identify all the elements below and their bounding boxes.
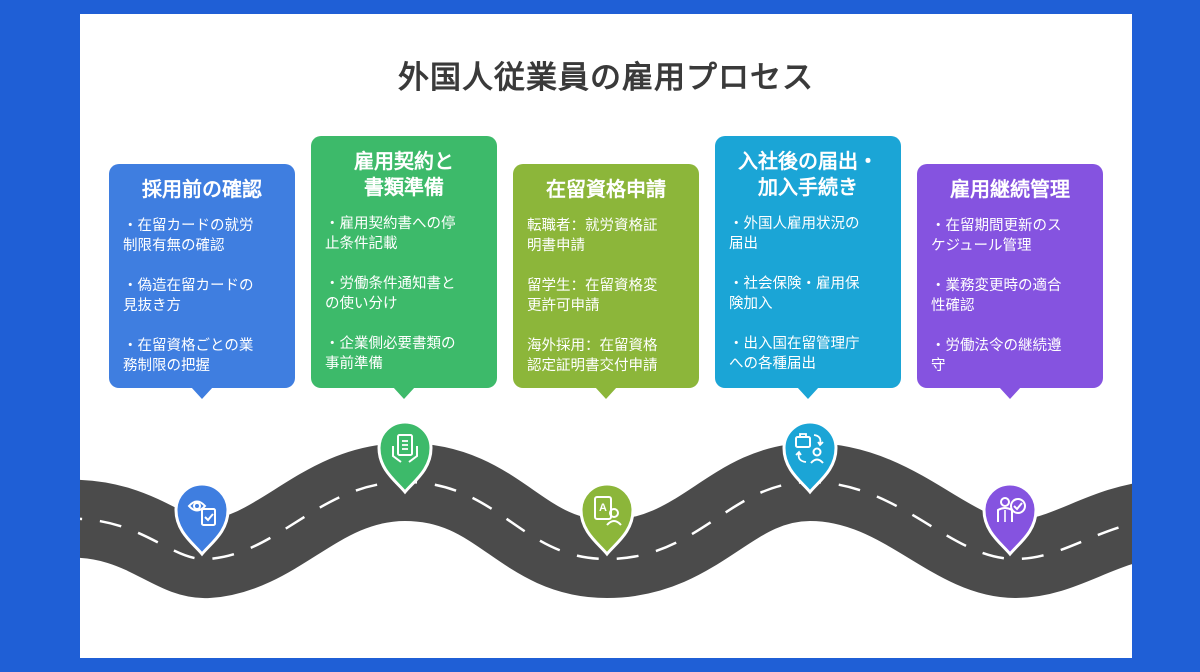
- step-item: ・労働条件通知書と の使い分け: [325, 276, 456, 312]
- person-check-icon: [997, 497, 1026, 522]
- step-pin: [377, 420, 433, 495]
- road-diagram: A: [80, 420, 1132, 599]
- step-item: ・偽造在留カードの 見抜き方: [123, 278, 254, 314]
- step-title: 採用前の確認: [142, 177, 262, 201]
- step-card-residence-application: 在留資格申請 転職者：就労資格証 明書申請 留学生：在留資格変 更許可申請 海外…: [513, 164, 699, 399]
- step-item: ・雇用契約書への停 止条件記載: [325, 216, 456, 252]
- briefcase-exchange-icon: [795, 433, 824, 464]
- road-center-line: [80, 480, 1132, 561]
- step-pin: A: [579, 482, 635, 557]
- step-item: 留学生：在留資格変 更許可申請: [527, 278, 658, 314]
- step-item: ・労働法令の継続遵 守: [931, 338, 1062, 374]
- step-item: 海外採用：在留資格 認定証明書交付申請: [527, 338, 658, 374]
- step-card-contract: 雇用契約と 書類準備 ・雇用契約書への停 止条件記載 ・労働条件通知書と の使い…: [311, 136, 497, 399]
- step-title: 雇用継続管理: [950, 177, 1070, 201]
- eye-clipboard-icon: [187, 500, 216, 526]
- step-item: ・在留資格ごとの業 務制限の把握: [123, 338, 254, 374]
- application-person-icon: A: [594, 496, 622, 526]
- step-item: ・企業側必要書類の 事前準備: [325, 336, 456, 372]
- step-card-pre-hiring: 採用前の確認 ・在留カードの就労 制限有無の確認 ・偽造在留カードの 見抜き方 …: [109, 164, 295, 399]
- step-title: 雇用契約と 書類準備: [354, 149, 454, 199]
- step-item: ・外国人雇用状況の 届出: [729, 216, 860, 252]
- document-hands-icon: [392, 434, 418, 463]
- step-pin: [982, 482, 1038, 557]
- step-card-post-joining: 入社後の届出・ 加入手続き ・外国人雇用状況の 届出 ・社会保険・雇用保 険加入…: [715, 136, 901, 399]
- step-item: ・在留カードの就労 制限有無の確認: [123, 218, 254, 254]
- step-title: 在留資格申請: [546, 177, 666, 201]
- step-item: ・業務変更時の適合 性確認: [931, 278, 1062, 314]
- step-item: ・出入国在留管理庁 への各種届出: [729, 336, 860, 372]
- step-title: 入社後の届出・ 加入手続き: [738, 149, 878, 199]
- page-title: 外国人従業員の雇用プロセス: [398, 60, 814, 96]
- svg-text:A: A: [599, 502, 607, 514]
- step-pin: [782, 420, 838, 495]
- step-pin: [174, 482, 230, 557]
- step-item: 転職者：就労資格証 明書申請: [527, 218, 658, 254]
- step-card-continued-employment: 雇用継続管理 ・在留期間更新のス ケジュール管理 ・業務変更時の適合 性確認 ・…: [917, 164, 1103, 399]
- step-item: ・社会保険・雇用保 険加入: [729, 276, 860, 312]
- step-item: ・在留期間更新のス ケジュール管理: [931, 218, 1062, 254]
- process-panel: A 外国人従業員の雇用プロセス 採用前の確認 ・在留カードの就労 制限有無の確認…: [80, 14, 1132, 658]
